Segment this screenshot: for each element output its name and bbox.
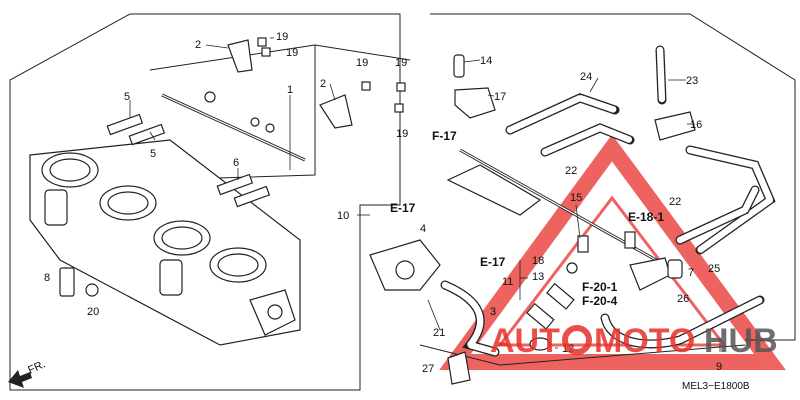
injectors bbox=[106, 113, 271, 208]
callout-5: 5 bbox=[150, 148, 156, 160]
ref-e17-left: E-17 bbox=[390, 201, 416, 215]
injector-assembly bbox=[526, 262, 578, 351]
callout-13: 13 bbox=[532, 271, 544, 283]
clip-27 bbox=[447, 351, 471, 385]
callout-16: 16 bbox=[690, 119, 702, 131]
callout-17: 17 bbox=[494, 91, 506, 103]
main-frame bbox=[9, 13, 401, 391]
callout-8: 8 bbox=[44, 272, 50, 284]
bracket-lower bbox=[319, 94, 353, 129]
callout-20: 20 bbox=[87, 306, 99, 318]
callout-15: 15 bbox=[570, 192, 582, 204]
right-frame bbox=[430, 13, 796, 341]
clip-8 bbox=[59, 267, 75, 297]
callout-26: 26 bbox=[677, 293, 689, 305]
callout-5: 5 bbox=[124, 91, 130, 103]
fuel-rail-right bbox=[446, 148, 671, 291]
callout-2: 2 bbox=[320, 78, 326, 90]
watermark-text: AUT MOTO HUB bbox=[490, 322, 778, 360]
callout-14: 14 bbox=[480, 55, 492, 67]
callout-6: 6 bbox=[233, 157, 239, 169]
screw-20 bbox=[85, 283, 99, 297]
leader-lines bbox=[129, 37, 721, 352]
callout-9: 9 bbox=[716, 361, 722, 373]
callout-24: 24 bbox=[580, 71, 592, 83]
callout-19: 19 bbox=[356, 57, 368, 69]
throttle-body bbox=[29, 139, 301, 346]
callout-22: 22 bbox=[669, 196, 681, 208]
ref-f17: F-17 bbox=[432, 129, 457, 143]
callout-21: 21 bbox=[433, 327, 445, 339]
fitting-16 bbox=[654, 111, 696, 141]
callout-22: 22 bbox=[565, 165, 577, 177]
callout-10: 10 bbox=[337, 210, 349, 222]
callout-11: 11 bbox=[502, 276, 513, 288]
callout-3: 3 bbox=[490, 306, 496, 318]
callout-19: 19 bbox=[276, 31, 288, 43]
callout-25: 25 bbox=[708, 263, 720, 275]
callout-19: 19 bbox=[395, 57, 407, 69]
front-label: FR. bbox=[26, 358, 47, 376]
bracket-upper bbox=[227, 39, 253, 73]
callout-23: 23 bbox=[686, 75, 698, 87]
part-7 bbox=[667, 259, 683, 279]
callout-27: 27 bbox=[422, 363, 434, 375]
ref-e17-right: E-17 bbox=[480, 255, 506, 269]
callout-2: 2 bbox=[195, 39, 201, 51]
callout-18: 18 bbox=[532, 255, 544, 267]
callout-19: 19 bbox=[286, 47, 298, 59]
ref-e18-1: E-18-1 bbox=[628, 210, 664, 224]
svg-text:MOTO: MOTO bbox=[594, 322, 695, 360]
svg-text:AUT: AUT bbox=[490, 322, 560, 360]
section-refs: F-17 E-17 E-17 E-18-1 F-20-1 F-20-4 bbox=[390, 129, 664, 308]
ref-f20-4: F-20-4 bbox=[582, 294, 618, 308]
screws bbox=[257, 37, 406, 113]
callout-7: 7 bbox=[688, 267, 694, 279]
callout-1: 1 bbox=[287, 84, 293, 96]
svg-text:HUB: HUB bbox=[704, 322, 778, 360]
fuel-rail bbox=[161, 91, 306, 162]
diagram-code: MEL3−E1800B bbox=[682, 381, 750, 392]
bolt-14 bbox=[453, 54, 465, 78]
callout-19: 19 bbox=[396, 128, 408, 140]
front-arrow-icon: FR. bbox=[8, 358, 47, 388]
callout-4: 4 bbox=[420, 223, 426, 235]
callout-labels: 1 2 2 3 4 5 5 6 7 8 9 10 11 12 13 14 15 … bbox=[44, 31, 722, 375]
sensor-17 bbox=[454, 87, 496, 119]
bottom-frame bbox=[419, 344, 746, 366]
ref-f20-1: F-20-1 bbox=[582, 280, 618, 294]
